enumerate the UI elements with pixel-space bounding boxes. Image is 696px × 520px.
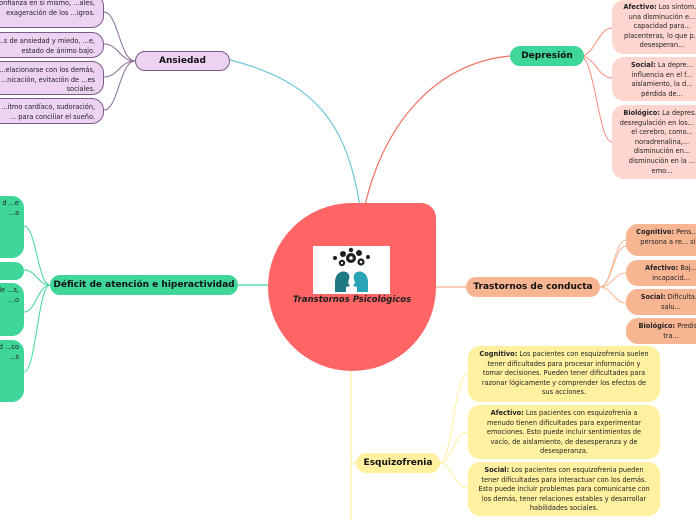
- conducta-cognitivo-text: Pens... la persona a re... si...: [640, 228, 696, 246]
- tdah-node-4[interactable]: d ...co ...s: [0, 340, 24, 402]
- esquizofrenia-cognitivo-text: Los pacientes con esquizofrenia suelen t…: [481, 350, 649, 397]
- esquizofrenia-node-social[interactable]: Social: Los pacientes con esquizofrenia …: [468, 462, 660, 516]
- tdah-node-4-text: d ...co ...s: [0, 343, 19, 361]
- esquizofrenia-afectivo-bold: Afectivo:: [490, 409, 524, 417]
- topic-ansiedad-label: Ansiedad: [159, 56, 206, 66]
- conducta-node-social[interactable]: Social: Dificulta... salu...: [626, 289, 696, 315]
- depresion-afectivo-bold: Afectivo:: [623, 3, 657, 11]
- ansiedad-node-4-text: ...itmo cardíaco, sudoración, ... para c…: [1, 103, 95, 121]
- conducta-biologico-text: Predis... tra...: [663, 322, 696, 340]
- ansiedad-node-3-text: ...elacionarse con los demás, ...nicació…: [0, 66, 95, 94]
- esquizofrenia-node-afectivo[interactable]: Afectivo: Los pacientes con esquizofreni…: [468, 405, 660, 459]
- center-title[interactable]: Transtornos Psicológicos: [292, 295, 412, 305]
- depresion-social-bold: Social:: [630, 61, 656, 69]
- conducta-afectivo-bold: Afectivo:: [644, 264, 679, 272]
- conducta-node-afectivo[interactable]: Afectivo: Baj... incapacid...: [626, 260, 696, 286]
- conducta-node-cognitivo[interactable]: Cognitivo: Pens... la persona a re... si…: [626, 224, 696, 256]
- conducta-node-biologico[interactable]: Biológico: Predis... tra...: [626, 318, 696, 344]
- tdah-node-2[interactable]: [0, 262, 24, 280]
- topic-conducta-label: Trastornos de conducta: [473, 282, 593, 292]
- tdah-node-3[interactable]: de ...s, ...o: [0, 283, 24, 336]
- ansiedad-node-3[interactable]: ...elacionarse con los demás, ...nicació…: [0, 61, 104, 95]
- tdah-node-1[interactable]: d ...e ...a: [0, 196, 24, 258]
- topic-depresion[interactable]: Depresión: [510, 46, 584, 66]
- esquizofrenia-cognitivo-bold: Cognitivo:: [479, 350, 518, 358]
- esquizofrenia-social-text: Los pacientes con esquizofrenia pueden t…: [478, 466, 650, 513]
- conducta-social-text: Dificulta... salu...: [661, 293, 696, 311]
- conducta-afectivo-text: Baj... incapacid...: [652, 264, 696, 282]
- conducta-biologico-bold: Biológico:: [638, 322, 676, 330]
- topic-tdah-label: Déficit de atención e hiperactividad: [53, 280, 235, 290]
- depresion-social-text: La depre... influencia en el f... aislam…: [631, 61, 694, 98]
- ansiedad-node-1[interactable]: confianza en sí mismo, ...ales, exagerac…: [0, 0, 104, 28]
- brain-gears-icon: [313, 246, 390, 294]
- depresion-biologico-bold: Biológico:: [623, 109, 660, 117]
- depresion-node-biologico[interactable]: Biológico: La depres... desregulación en…: [612, 105, 696, 179]
- ansiedad-node-1-text: confianza en sí mismo, ...ales, exagerac…: [0, 0, 95, 17]
- topic-deficit-atencion[interactable]: Déficit de atención e hiperactividad: [50, 275, 238, 295]
- depresion-node-afectivo[interactable]: Afectivo: Los síntom... una disminución …: [612, 0, 696, 54]
- esquizofrenia-node-cognitivo[interactable]: Cognitivo: Los pacientes con esquizofren…: [468, 346, 660, 402]
- ansiedad-node-2-text: ...s de ansiedad y miedo, ...e, estado d…: [0, 37, 95, 55]
- topic-ansiedad[interactable]: Ansiedad: [135, 51, 230, 71]
- tdah-node-1-text: d ...e ...a: [2, 199, 19, 217]
- ansiedad-node-4[interactable]: ...itmo cardíaco, sudoración, ... para c…: [0, 98, 104, 124]
- conducta-social-bold: Social:: [640, 293, 666, 301]
- ansiedad-node-2[interactable]: ...s de ansiedad y miedo, ...e, estado d…: [0, 32, 104, 58]
- tdah-node-3-text: de ...s, ...o: [0, 286, 19, 304]
- topic-depresion-label: Depresión: [521, 51, 573, 61]
- esquizofrenia-afectivo-text: Los pacientes con esquizofrenia a menudo…: [486, 409, 642, 456]
- topic-esquizofrenia-label: Esquizofrenia: [363, 458, 433, 468]
- depresion-afectivo-text: Los síntom... una disminución e... capac…: [624, 3, 696, 50]
- depresion-biologico-text: La depres... desregulación en los... en …: [619, 109, 696, 175]
- topic-trastornos-conducta[interactable]: Trastornos de conducta: [466, 277, 600, 297]
- depresion-node-social[interactable]: Social: La depre... influencia en el f..…: [612, 57, 696, 101]
- esquizofrenia-social-bold: Social:: [484, 466, 510, 474]
- conducta-cognitivo-bold: Cognitivo:: [636, 228, 675, 236]
- topic-esquizofrenia[interactable]: Esquizofrenia: [356, 453, 440, 473]
